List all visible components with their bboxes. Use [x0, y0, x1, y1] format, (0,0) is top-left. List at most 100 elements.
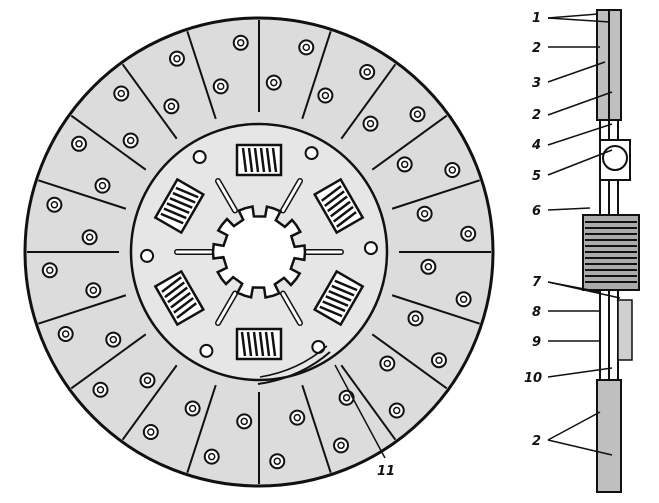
segment-divider	[38, 294, 127, 325]
spring-coil	[259, 147, 266, 173]
spring-window	[153, 269, 206, 327]
label-5: 5	[532, 169, 541, 184]
plate-hole	[304, 146, 319, 161]
label-11: 11	[377, 464, 395, 479]
spring-coil	[246, 331, 253, 357]
callout-labels: 1 2 3 2 4 5 6 7 8 9 10 2 11	[377, 11, 542, 479]
label-9: 9	[532, 335, 541, 350]
rivet-core	[61, 330, 70, 338]
balance-arc-inner	[259, 345, 328, 378]
spring-coil	[333, 205, 354, 223]
spring-coil	[241, 147, 248, 173]
disc-section-view	[582, 9, 640, 493]
label-2-upper: 2	[532, 41, 541, 56]
segment-divider	[391, 179, 480, 210]
label-4: 4	[531, 138, 541, 153]
lining-lower	[596, 379, 622, 493]
spring-window	[312, 269, 365, 327]
plate-hole	[311, 339, 326, 354]
spring-coil	[271, 147, 278, 173]
segment-divider	[38, 179, 127, 210]
lining-rivets	[41, 34, 477, 470]
spring-coil	[330, 200, 351, 218]
rivet-core	[302, 43, 311, 52]
label-3: 3	[532, 76, 541, 91]
segment-divider	[121, 364, 178, 441]
rivet-core	[400, 160, 409, 169]
spring-coil	[252, 331, 259, 357]
rivet-core	[126, 136, 135, 145]
label-2-mid: 2	[532, 108, 541, 123]
rivet-core	[464, 229, 472, 238]
spring-coil	[173, 297, 194, 314]
plate-slot-gap	[281, 292, 302, 325]
label-2-lower: 2	[532, 434, 541, 449]
segment-divider	[301, 384, 332, 473]
hub-teeth	[585, 221, 637, 283]
segment-divider	[70, 114, 147, 171]
spring-coil	[270, 331, 277, 357]
rivet-core	[188, 404, 197, 413]
spring-coil	[253, 147, 260, 173]
spring-coil	[161, 276, 182, 293]
spring-coil	[163, 207, 187, 220]
damper-spring	[235, 327, 283, 361]
rivet-core	[270, 78, 278, 87]
spring-coil	[160, 212, 184, 225]
rivet-core	[392, 406, 401, 415]
segment-divider	[121, 63, 178, 140]
spring-coil	[319, 305, 343, 318]
damper-spring	[312, 177, 365, 235]
plate-slot-gap	[281, 179, 302, 212]
segment-divider	[186, 31, 217, 120]
spring-coil	[264, 331, 271, 357]
rivet-core	[337, 441, 345, 450]
rivet-core	[293, 413, 302, 422]
disc-front-view	[23, 16, 495, 488]
label-7: 7	[532, 275, 542, 290]
label-10: 10	[524, 371, 542, 386]
plate-hole	[140, 248, 155, 263]
spring-coil	[164, 281, 185, 299]
damper-springs	[153, 143, 365, 361]
damper-spring	[312, 269, 365, 327]
spring-coil	[324, 190, 345, 207]
spring-coil	[328, 289, 352, 302]
damper-spring	[153, 269, 206, 327]
rivet-core	[46, 266, 54, 275]
spring-coil	[327, 195, 348, 213]
segment-divider	[391, 294, 480, 325]
rivet-core	[207, 452, 216, 461]
spring-coil	[321, 185, 342, 202]
spring-coil	[322, 300, 346, 313]
spring-coil	[240, 331, 247, 357]
rivet-core	[167, 102, 176, 111]
balance-arc	[257, 351, 331, 385]
rivet-core	[383, 359, 392, 368]
segment-divider	[70, 333, 147, 390]
rivet-core	[366, 119, 375, 128]
label-8: 8	[532, 305, 541, 320]
rivet-core	[240, 417, 248, 426]
spring-window	[153, 177, 206, 235]
rivet-core	[236, 39, 245, 47]
segment-divider	[186, 384, 217, 473]
friction-segments	[27, 20, 491, 484]
plate-hole	[192, 150, 207, 165]
rivet-core	[143, 376, 152, 385]
rivet-core	[96, 385, 105, 394]
rivet-core	[413, 110, 422, 119]
spring-coil	[336, 211, 357, 228]
leader-lines	[334, 13, 621, 459]
label-1: 1	[532, 11, 541, 26]
spring-coil	[334, 279, 358, 292]
spring-window	[312, 177, 365, 235]
rivet-core	[75, 140, 83, 148]
rivet-core	[109, 335, 118, 344]
rivet-core	[85, 233, 94, 241]
rivet-core	[50, 200, 59, 209]
plate-slot-gap	[216, 292, 237, 325]
plate-slots	[174, 177, 344, 327]
spring-coil	[169, 197, 193, 209]
rivet-core	[424, 263, 433, 271]
